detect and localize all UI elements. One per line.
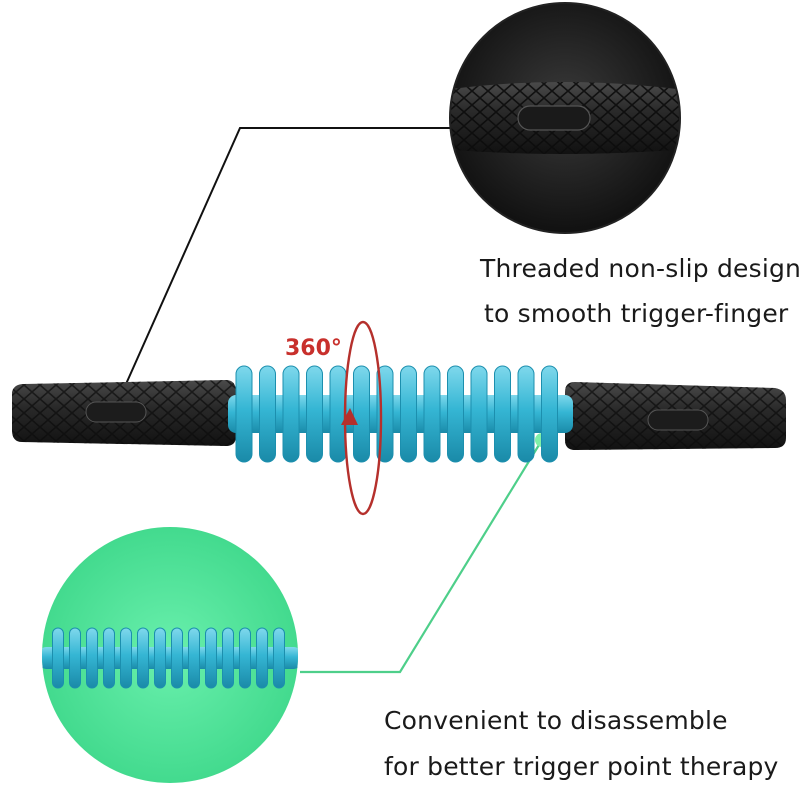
roller-spike xyxy=(137,627,149,689)
roller-spike xyxy=(188,627,200,689)
roller-leader-line xyxy=(300,439,543,674)
roller-spike xyxy=(541,365,558,463)
roller-spike xyxy=(517,365,535,463)
roller-spike xyxy=(470,365,488,463)
roller-spike xyxy=(423,365,441,463)
grip-caption-line-2: to smooth trigger-finger xyxy=(484,299,789,328)
roller-spike xyxy=(494,365,511,463)
roller-spike xyxy=(154,627,166,689)
roller-spike xyxy=(329,365,347,463)
roller-spike xyxy=(52,627,64,689)
roller-spike xyxy=(222,627,234,689)
massage-stick xyxy=(12,365,786,463)
roller-spike xyxy=(273,627,285,689)
roller-caption-line-2: for better trigger point therapy xyxy=(384,752,779,781)
roller-spike xyxy=(235,365,253,463)
roller-spike xyxy=(205,627,217,689)
roller-spike xyxy=(282,365,300,463)
roller-spike xyxy=(69,627,81,689)
grip-zoom-circle xyxy=(449,2,681,234)
roller-spike xyxy=(400,365,417,463)
roller-caption-line-1: Convenient to disassemble xyxy=(384,706,728,735)
rotation-arrow-icon xyxy=(341,408,358,425)
roller-spike xyxy=(353,365,370,463)
roller-spike xyxy=(171,627,183,689)
roller-spike xyxy=(306,365,323,463)
roller-spike xyxy=(239,627,251,689)
roller-spike xyxy=(86,627,98,689)
roller-spike xyxy=(447,365,464,463)
roller-spike xyxy=(120,627,132,689)
rotation-degree-label: 360° xyxy=(285,336,342,361)
rotation-indicator xyxy=(341,320,383,516)
roller-spike xyxy=(259,365,276,463)
roller-spike xyxy=(256,627,268,689)
grip-leader-line xyxy=(117,127,452,403)
roller-spike xyxy=(103,627,115,689)
grip-caption-line-1: Threaded non-slip design xyxy=(480,254,800,283)
roller-zoom-circle xyxy=(42,527,298,783)
